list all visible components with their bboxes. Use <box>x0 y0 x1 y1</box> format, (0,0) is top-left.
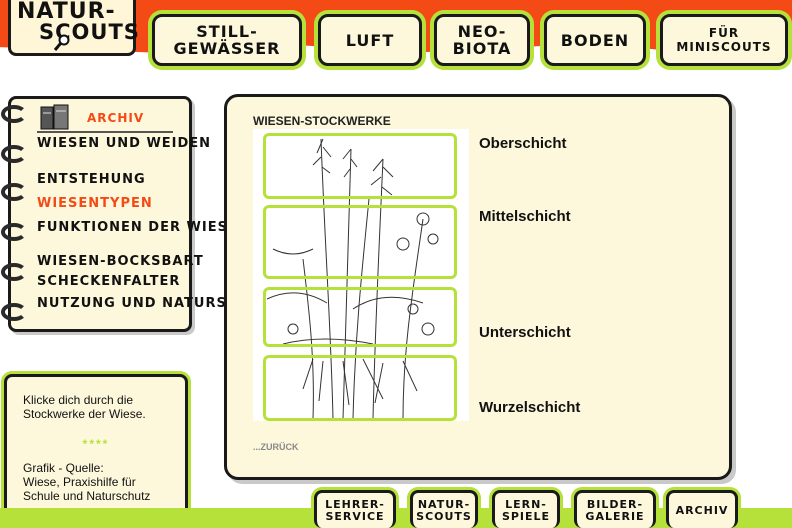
magnifier-icon <box>53 34 71 58</box>
logo-line1: NATUR- <box>17 0 116 24</box>
content-panel: WIESEN-STOCKWERKE Oberschicht <box>224 94 732 480</box>
footer-bildergalerie[interactable]: BILDER-GALERIE <box>574 490 656 528</box>
source-text: Wiese, Praxishilfe für Schule und Naturs… <box>23 475 151 503</box>
sidebar-item-wiesentypen[interactable]: WIESENTYPEN <box>37 196 153 211</box>
books-icon <box>39 103 73 131</box>
info-box: Klicke dich durch die Stockwerke der Wie… <box>4 374 188 520</box>
layer-label-wurzelschicht[interactable]: Wurzelschicht <box>479 399 581 416</box>
nav-label: BODEN <box>560 30 630 50</box>
layer-frame-wurzelschicht[interactable] <box>263 355 457 421</box>
sidebar-item-funktionen[interactable]: FUNKTIONEN DER WIESEN <box>37 220 250 235</box>
nav-label: FÜR MINISCOUTS <box>676 26 772 54</box>
footer-label: LERN-SPIELE <box>501 497 551 523</box>
sidebar-menu: ARCHIV WIESEN UND WEIDEN ENTSTEHUNG WIES… <box>1 96 280 332</box>
spiral-ring <box>1 105 27 123</box>
divider <box>37 131 173 133</box>
sidebar-item-bocksbart[interactable]: WIESEN-BOCKSBART <box>37 254 204 269</box>
layer-label-unterschicht[interactable]: Unterschicht <box>479 324 571 341</box>
footer-lernspiele[interactable]: LERN-SPIELE <box>492 490 560 528</box>
logo-line2: SCOUTS <box>39 20 140 44</box>
footer-label: ARCHIV <box>675 503 729 517</box>
spiral-ring <box>1 223 27 241</box>
nav-stillgewaesser[interactable]: STILL-GEWÄSSER <box>152 14 302 66</box>
layer-frame-unterschicht[interactable] <box>263 287 457 347</box>
star-divider: **** <box>82 437 110 451</box>
info-text: Klicke dich durch die Stockwerke der Wie… <box>23 393 146 421</box>
sidebar-item-entstehung[interactable]: ENTSTEHUNG <box>37 172 146 187</box>
footer-archiv[interactable]: ARCHIV <box>666 490 738 528</box>
back-link[interactable]: ...ZURÜCK <box>253 442 299 452</box>
meadow-layers-figure <box>253 129 469 421</box>
source-label: Grafik - Quelle: <box>23 461 104 475</box>
sidebar-archiv-link[interactable]: ARCHIV <box>87 111 145 125</box>
footer-label: BILDER-GALERIE <box>585 497 645 523</box>
site-logo[interactable]: NATUR- SCOUTS <box>8 0 140 58</box>
meadow-illustration <box>266 138 439 420</box>
nav-label: STILL-GEWÄSSER <box>173 22 281 58</box>
sidebar-item-scheckenfalter[interactable]: SCHECKENFALTER <box>37 274 181 289</box>
nav-boden[interactable]: BODEN <box>544 14 646 66</box>
spiral-ring <box>1 183 27 201</box>
sidebar-item-wiesen-und-weiden[interactable]: WIESEN UND WEIDEN <box>37 136 212 151</box>
nav-neobiota[interactable]: NEO-BIOTA <box>434 14 530 66</box>
nav-label: LUFT <box>345 30 395 50</box>
page-title: WIESEN-STOCKWERKE <box>253 114 391 128</box>
nav-label: NEO-BIOTA <box>452 22 512 58</box>
spiral-ring <box>1 303 27 321</box>
footer-label: NATUR-SCOUTS <box>416 497 472 523</box>
spiral-ring <box>1 145 27 163</box>
nav-miniscouts[interactable]: FÜR MINISCOUTS <box>660 14 788 66</box>
sidebar-item-nutzung[interactable]: NUTZUNG UND NATURSCHUTZ <box>37 296 282 311</box>
footer-naturscouts[interactable]: NATUR-SCOUTS <box>410 490 478 528</box>
nav-luft[interactable]: LUFT <box>318 14 422 66</box>
footer-lehrerservice[interactable]: LEHRER-SERVICE <box>314 490 396 528</box>
layer-label-oberschicht[interactable]: Oberschicht <box>479 135 567 152</box>
spiral-ring <box>1 263 27 281</box>
layer-frame-mittelschicht[interactable] <box>263 205 457 279</box>
footer-label: LEHRER-SERVICE <box>325 497 385 523</box>
layer-frame-oberschicht[interactable] <box>263 133 457 199</box>
layer-label-mittelschicht[interactable]: Mittelschicht <box>479 208 571 225</box>
